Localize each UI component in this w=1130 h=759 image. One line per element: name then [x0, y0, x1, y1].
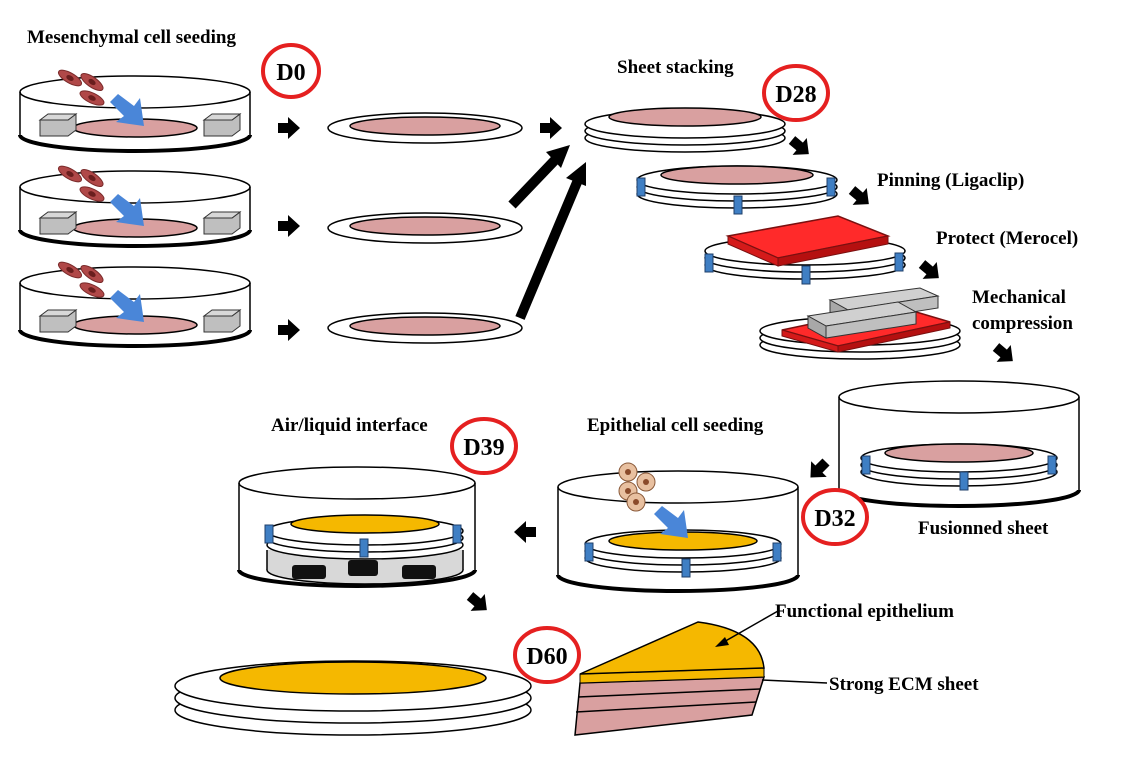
svg-text:D0: D0: [276, 60, 305, 86]
stacked-sheets: [584, 107, 786, 153]
epithelial-seeding-dish: [556, 462, 800, 593]
day-marker-d28: D28: [762, 64, 830, 122]
clip-icon: [826, 177, 836, 197]
svg-text:D60: D60: [526, 644, 567, 670]
label-compression: compression: [972, 313, 1073, 334]
label-functional-epithelium: Functional epithelium: [775, 601, 954, 622]
clip-icon: [584, 542, 594, 562]
clip-icon: [359, 538, 369, 558]
clip-icon: [894, 252, 904, 272]
epithelial-cells-icon: [618, 462, 656, 512]
label-strong-ecm: Strong ECM sheet: [829, 674, 979, 695]
label-fusionned-sheet: Fusionned sheet: [918, 518, 1049, 539]
dish-2: [18, 162, 252, 248]
day-marker-d39: D39: [450, 417, 518, 475]
pinned-stack: [636, 165, 838, 215]
clip-icon: [681, 558, 691, 578]
fusionned-sheet-dish: [837, 380, 1081, 508]
arrow-icon: [462, 587, 494, 619]
label-epithelial-seeding: Epithelial cell seeding: [587, 415, 764, 436]
svg-text:D28: D28: [775, 82, 816, 108]
clip-icon: [772, 542, 782, 562]
clip-icon: [452, 524, 462, 544]
arrow-icon: [515, 162, 586, 320]
label-mesenchymal-seeding: Mesenchymal cell seeding: [27, 27, 236, 48]
ecm-callout-line: [761, 679, 828, 684]
arrow-icon: [278, 117, 300, 139]
single-sheet-1: [327, 112, 523, 144]
svg-text:D39: D39: [463, 435, 504, 461]
compression-stack: [759, 287, 961, 360]
label-sheet-stacking: Sheet stacking: [617, 57, 734, 78]
arrow-icon: [784, 131, 816, 163]
label-mechanical: Mechanical: [972, 287, 1066, 308]
clip-icon: [264, 524, 274, 544]
air-liquid-interface-dish: [237, 466, 477, 588]
label-air-liquid: Air/liquid interface: [271, 415, 428, 436]
label-protect: Protect (Merocel): [936, 228, 1078, 249]
arrow-icon: [508, 145, 570, 209]
clip-icon: [959, 471, 969, 491]
day-marker-d32: D32: [801, 488, 869, 546]
label-pinning: Pinning (Ligaclip): [877, 170, 1024, 191]
arrow-icon: [802, 454, 834, 486]
arrow-icon: [844, 181, 876, 213]
svg-text:D32: D32: [814, 506, 855, 532]
single-sheet-2: [327, 212, 523, 244]
arrow-icon: [914, 255, 946, 287]
arrow-icon: [514, 521, 536, 543]
clip-icon: [733, 195, 743, 215]
merocel-protected-stack: [704, 215, 906, 285]
clip-icon: [861, 455, 871, 475]
arrowhead-icon: [715, 637, 729, 647]
final-multilayer-disc: [174, 660, 532, 736]
clip-icon: [636, 177, 646, 197]
day-marker-d60: D60: [513, 626, 581, 684]
arrow-icon: [278, 215, 300, 237]
cake-slice: [574, 621, 766, 736]
dish-3: [18, 258, 252, 348]
dish-1: [18, 66, 252, 153]
clip-icon: [801, 265, 811, 285]
arrow-icon: [540, 117, 562, 139]
single-sheet-3: [327, 312, 523, 344]
clip-icon: [1047, 455, 1057, 475]
epithelium-callout-line: [721, 610, 779, 644]
clip-icon: [704, 253, 714, 273]
arrow-icon: [988, 338, 1020, 370]
day-marker-d0: D0: [261, 43, 321, 99]
arrow-icon: [278, 319, 300, 341]
